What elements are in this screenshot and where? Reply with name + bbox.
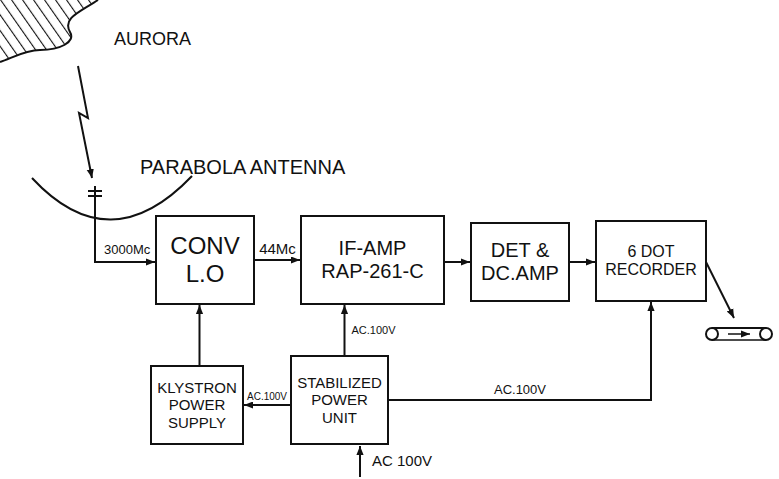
unit-name: CONV L.O bbox=[170, 232, 239, 287]
signal-connector bbox=[445, 261, 470, 263]
unit-name: 6 DOT RECORDER bbox=[602, 243, 700, 280]
signal-connector bbox=[570, 261, 595, 263]
unit-box: 6 DOT RECORDER bbox=[595, 220, 707, 302]
signal-connector bbox=[344, 305, 346, 355]
signal-connector bbox=[199, 305, 201, 365]
chart-roller bbox=[706, 328, 718, 340]
mains-input bbox=[359, 446, 361, 477]
supply-label: AC.100V bbox=[245, 391, 289, 402]
chart-output bbox=[706, 262, 734, 318]
signal-connector bbox=[255, 259, 300, 261]
signal-connector bbox=[244, 404, 290, 406]
supply-label: AC.100V bbox=[350, 324, 398, 336]
unit-name: KLYSTRON POWER SUPPLY bbox=[157, 379, 237, 431]
unit-box: IF-AMP RAP-261-C bbox=[300, 215, 445, 305]
signal-bolt bbox=[78, 66, 92, 178]
unit-name: STABILIZED POWER UNIT bbox=[297, 374, 382, 426]
chart-paper bbox=[712, 339, 766, 341]
part-label: AC 100V bbox=[370, 453, 434, 470]
unit-box: STABILIZED POWER UNIT bbox=[290, 355, 389, 445]
unit-name: DET & DC.AMP bbox=[481, 239, 559, 285]
part-label: PARABOLA ANTENNA bbox=[138, 156, 347, 178]
signal-connector bbox=[389, 302, 651, 400]
aurora-edge bbox=[0, 0, 98, 62]
supply-label: 44Mc bbox=[257, 241, 298, 258]
part-label: AURORA bbox=[112, 30, 193, 50]
feed-line bbox=[95, 186, 155, 262]
unit-name: IF-AMP RAP-261-C bbox=[318, 237, 428, 283]
unit-box: CONV L.O bbox=[155, 215, 255, 305]
unit-box: DET & DC.AMP bbox=[470, 222, 570, 302]
paper-direction bbox=[728, 333, 750, 335]
parabola-dish bbox=[32, 176, 192, 220]
unit-box: KLYSTRON POWER SUPPLY bbox=[150, 365, 244, 445]
chart-roller bbox=[760, 328, 772, 340]
part-label: 3000Mc bbox=[102, 243, 152, 257]
supply-label: AC.100V bbox=[492, 383, 548, 397]
chart-paper bbox=[712, 327, 766, 329]
aurora-hatch bbox=[0, 0, 98, 62]
